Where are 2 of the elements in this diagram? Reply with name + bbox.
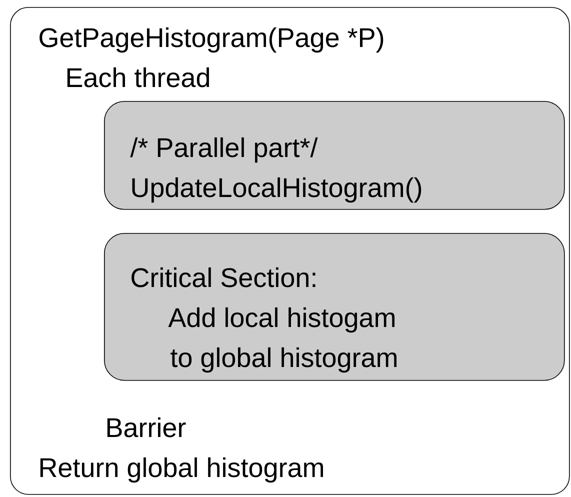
process-box: /* Parallel part*/ UpdateLocalHistogram()	[104, 101, 565, 210]
process-box: Critical Section: Add local histogam to global histogram	[104, 232, 565, 381]
